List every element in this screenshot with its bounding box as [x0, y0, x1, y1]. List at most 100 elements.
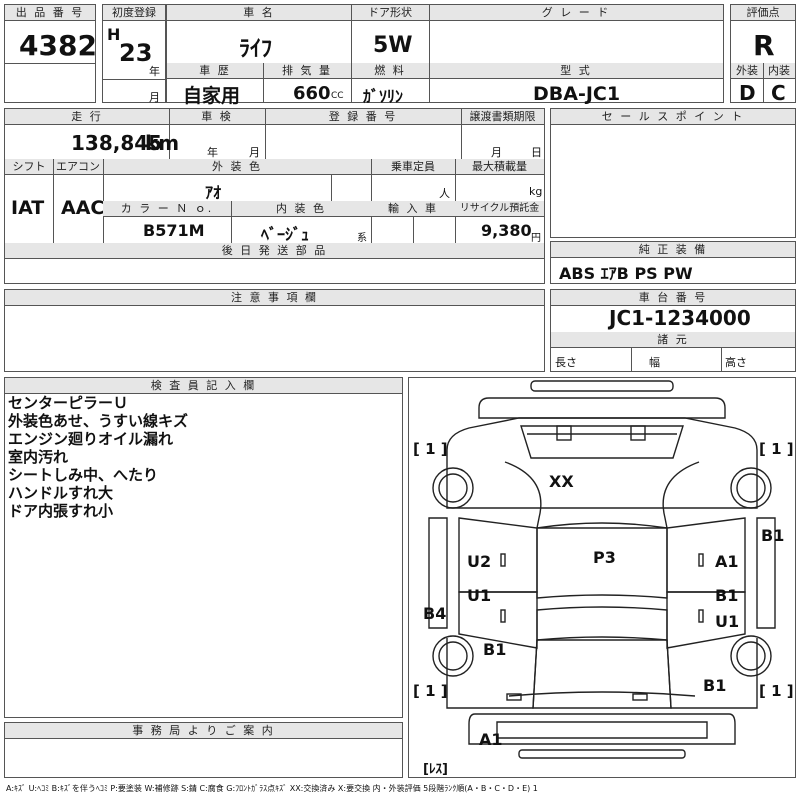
mark-right-rear-door-1: B1 — [715, 586, 739, 605]
registration-year: 23 — [119, 39, 153, 67]
recycle-fee-value: 9,380 — [481, 221, 532, 240]
mark-right-rear-door-2: U1 — [715, 612, 740, 631]
mileage-header: 走 行 — [5, 109, 169, 125]
score-value: R — [753, 29, 775, 62]
caution-box: 注 意 事 項 欄 — [4, 289, 545, 372]
history-value: 自家用 — [183, 85, 241, 107]
int-color-unit: 系 — [357, 233, 367, 244]
mark-roof: P3 — [593, 548, 616, 567]
note-line: エンジン廻りオイル漏れ — [8, 430, 174, 448]
car-info-grid: 車 名 ドア形状 グ レ ー ド ﾗｲﾌ 5W 車 歴 排 気 量 燃 料 型 … — [166, 4, 724, 107]
history-header: 車 歴 — [167, 63, 263, 79]
spec-width-label: 幅 — [649, 356, 660, 369]
aircon-header: エアコン — [53, 159, 103, 175]
exterior-header: 外装 — [731, 63, 763, 79]
later-parts-header: 後 日 発 送 部 品 — [5, 243, 544, 259]
inspection-year-unit: 年 — [207, 146, 218, 159]
legend: A:ｷｽﾞ U:ﾍｺﾐ B:ｷｽﾞを伴うﾍｺﾐ P:要塗装 W:補修跡 S:錆 … — [6, 784, 538, 793]
recycle-unit: 円 — [531, 233, 541, 244]
office-notice-header: 事 務 局 よ り ご 案 内 — [5, 723, 402, 739]
model-header: 型 式 — [429, 63, 723, 79]
ext-color-header: 外 装 色 — [103, 159, 371, 175]
lot-number: 4382 — [19, 29, 97, 62]
displacement-header: 排 気 量 — [263, 63, 351, 79]
mark-left-rocker: B4 — [423, 604, 447, 623]
spec-height-label: 高さ — [725, 356, 747, 369]
lot-number-box: 出 品 番 号 4382 — [4, 4, 97, 103]
score-box: 評価点 R 外装 内装 D C — [730, 4, 796, 105]
car-name-header: 車 名 — [167, 5, 351, 21]
transfer-deadline-header: 譲渡書類期限 — [461, 109, 544, 125]
capacity-header: 乗車定員 — [371, 159, 455, 175]
exterior-grade: D — [739, 81, 756, 105]
color-no-value: B571M — [143, 221, 205, 240]
interior-grade: C — [771, 81, 786, 105]
import-header: 輸 入 車 — [371, 201, 455, 217]
glass-mark-rear-left: [ 1 ] — [413, 682, 448, 700]
fuel-header: 燃 料 — [351, 63, 429, 79]
spec-length-label: 長さ — [555, 356, 577, 369]
grade-header: グ レ ー ド — [429, 5, 723, 21]
first-registration-box: 初度登録 H 23 年 月 — [102, 4, 166, 104]
month-unit: 月 — [149, 91, 160, 104]
glass-mark-front-right: [ 1 ] — [759, 440, 794, 458]
door-type: 5W — [373, 33, 413, 58]
mileage-unit: km — [145, 131, 180, 155]
load-unit: kg — [529, 185, 543, 198]
year-unit: 年 — [149, 65, 160, 78]
equipment-header: 純 正 装 備 — [551, 242, 795, 258]
mileage-value: 138,845 — [71, 131, 163, 155]
recycle-header: リサイクル預託金 — [455, 201, 544, 217]
car-diagram: [ 1 ] [ 1 ] [ 1 ] [ 1 ] XX P3 U2 U1 B4 B… — [408, 377, 796, 778]
note-line: シートしみ中、へたり — [8, 466, 159, 484]
ext-color-value: ｱｵ — [205, 183, 222, 202]
mark-right-rear-quarter: B1 — [703, 676, 727, 695]
equipment-value: ABS ｴｱB PS PW — [559, 264, 693, 283]
inspection-month-unit: 月 — [249, 146, 260, 159]
car-outline-diagram — [428, 380, 776, 759]
mark-left-rear-door: U1 — [467, 586, 492, 605]
door-header: ドア形状 — [351, 5, 429, 21]
mark-hood: XX — [549, 472, 574, 491]
note-line: ドア内張すれ小 — [8, 502, 114, 520]
int-color-header: 内 装 色 — [231, 201, 371, 217]
chassis-box: 車 台 番 号 JC1-1234000 諸 元 長さ 幅 高さ — [550, 289, 796, 372]
glass-mark-front-left: [ 1 ] — [413, 440, 448, 458]
registration-header: 登 録 番 号 — [265, 109, 461, 125]
score-header: 評価点 — [731, 5, 795, 21]
caution-header: 注 意 事 項 欄 — [5, 290, 544, 306]
car-name: ﾗｲﾌ — [239, 37, 273, 62]
inspector-notes-header: 検 査 員 記 入 欄 — [5, 378, 402, 394]
displacement-value: 660 — [293, 83, 331, 104]
chassis-number: JC1-1234000 — [609, 306, 751, 330]
color-no-header: カ ラ ー Ｎ ｏ. — [103, 201, 231, 217]
equipment-box: 純 正 装 備 ABS ｴｱB PS PW — [550, 241, 796, 284]
interior-header: 内装 — [763, 63, 795, 79]
model-value: DBA-JC1 — [533, 83, 621, 105]
note-line: センターピラーＵ — [8, 394, 129, 412]
shift-value: IAT — [11, 197, 45, 219]
note-line: 室内汚れ — [8, 448, 69, 466]
deadline-day-unit: 日 — [531, 146, 542, 159]
mark-left-rear-quarter: B1 — [483, 640, 507, 659]
mileage-grid: 走 行 車 検 登 録 番 号 譲渡書類期限 138,845 km 年 月 月 … — [4, 108, 545, 284]
lot-number-header: 出 品 番 号 — [5, 5, 95, 21]
inspection-header: 車 検 — [169, 109, 265, 125]
aircon-value: AAC — [61, 197, 105, 219]
shift-header: シフト — [5, 159, 53, 175]
office-notice-box: 事 務 局 よ り ご 案 内 — [4, 722, 403, 778]
max-load-header: 最大積載量 — [455, 159, 544, 175]
era: H — [107, 25, 121, 44]
displacement-unit: CC — [331, 91, 344, 101]
mark-right-fender: B1 — [761, 526, 785, 545]
glass-mark-rear-right: [ 1 ] — [759, 682, 794, 700]
capacity-unit: 人 — [439, 187, 450, 200]
inspector-notes-box: 検 査 員 記 入 欄 センターピラーＵ 外装色あせ、うすい線キズ エンジン廻り… — [4, 377, 403, 718]
sales-point-header: セ ー ル ス ポ イ ン ト — [551, 109, 795, 125]
deadline-month-unit: 月 — [491, 146, 502, 159]
mark-rear-bumper: A1 — [479, 730, 503, 749]
int-color-value: ﾍﾞｰｼﾞｭ — [261, 225, 310, 244]
specs-header: 諸 元 — [551, 332, 795, 348]
fuel-value: ｶﾞｿﾘﾝ — [363, 87, 404, 106]
chassis-header: 車 台 番 号 — [551, 290, 795, 306]
